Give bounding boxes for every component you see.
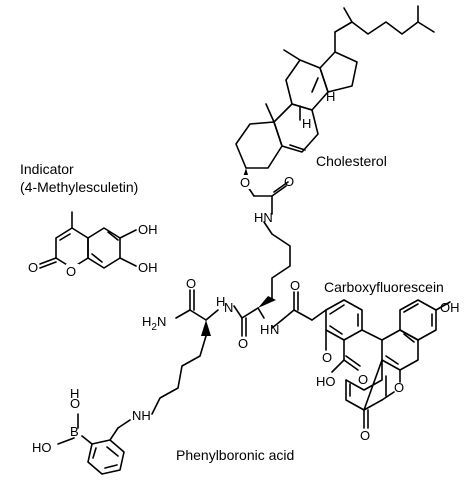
atom-nh-amine: NH [132,408,151,423]
caption-indicator-name: (4-Methylesculetin) [20,179,138,195]
phenylboronic-acid-ring [57,413,125,475]
peptide-backbone [175,289,313,337]
atom-h-amide-3: H [260,322,269,337]
caption-carboxyfluorescein: Carboxyfluorescein [324,279,444,295]
atom-o-terminal-amide: O [186,276,196,291]
cholesterol-side-chain [334,5,435,35]
atom-o-ring-indicator: O [66,264,76,279]
upper-lysine-chain [271,233,291,299]
carboxyfluorescein-benzoate-ring [311,299,363,373]
atom-o-amide-2: O [238,336,248,351]
atom-oh-indicator-bottom: OH [138,260,158,275]
caption-phenylboronic: Phenylboronic acid [176,447,294,463]
atom-o-pyran: O [394,380,404,395]
atom-o-carboxylic: O [358,372,368,387]
atom-ho-boron-left: HO [32,440,52,455]
caption-indicator: Indicator [20,161,74,177]
atom-hn-carbamate: HN [254,210,273,225]
atom-o-amide-3: O [290,278,300,293]
carboxyfluorescein-xanthene [345,299,451,429]
lower-lysine-chain [109,335,207,441]
atom-oh-boron-top: OH [70,386,80,411]
atom-n-amide-1-n: N [224,300,233,315]
atom-h-ring-bc: H [302,116,311,131]
atom-ho-carboxylic: HO [316,374,336,389]
caption-cholesterol: Cholesterol [316,153,387,169]
carbamate-linker [245,181,289,235]
atom-n-amide-1: H [216,294,225,309]
atom-o-carbonyl-indicator: O [28,260,38,275]
atom-o-amide-fluorescein: O [322,350,332,365]
atom-n-amide-3: N [270,322,279,337]
atom-h2n-terminal-amide: H2N [142,314,166,333]
atom-o-carbamate-ester: O [240,175,250,190]
atom-h-ring-cd: H [326,89,335,104]
atom-oh-xanthene: OH [440,300,460,315]
atom-o-carbamate-carbonyl: O [284,174,294,189]
atom-b-boron: B [70,424,79,439]
methylesculetin-structure [39,211,137,269]
atom-o-quinone: O [360,428,370,443]
atom-oh-indicator-top: OH [138,222,158,237]
